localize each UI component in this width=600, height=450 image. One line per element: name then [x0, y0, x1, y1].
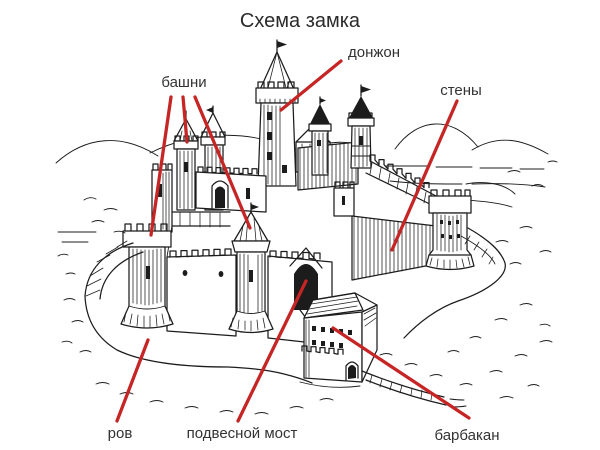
- inner-gate-arch: [211, 180, 229, 209]
- flag-icon: [251, 204, 259, 210]
- flag-icon: [361, 86, 371, 93]
- label-barbican: барбакан: [434, 427, 499, 444]
- moat-illustration: [84, 227, 506, 384]
- flag-icon: [320, 98, 326, 103]
- annotation-line-walls: [390, 99, 459, 252]
- annotation-line-barbican: [331, 326, 471, 420]
- gate-turret: [333, 181, 355, 217]
- annotation-line-towers-2: [181, 95, 189, 144]
- gate-arch: [294, 264, 318, 310]
- rear-right-buildings: [295, 84, 375, 191]
- annotation-lines: [115, 59, 471, 423]
- annotation-line-towers-1: [149, 95, 173, 237]
- causeway-path: [361, 370, 467, 408]
- label-walls: стены: [440, 82, 482, 99]
- annotation-line-drawbridge: [236, 279, 308, 423]
- page-title: Схема замка: [240, 10, 361, 32]
- keep-tower: [255, 39, 299, 187]
- flag-icon: [206, 107, 213, 113]
- tower-left-front: [120, 223, 174, 329]
- barbican-building: [299, 292, 378, 388]
- flag-icon: [277, 41, 287, 48]
- label-towers: башни: [161, 74, 206, 91]
- rear-left-towers: [151, 105, 231, 233]
- labels: Схема замка башни донжон стены ров подве…: [108, 10, 500, 444]
- annotation-line-towers-3: [193, 95, 252, 230]
- label-moat: ров: [108, 425, 133, 442]
- rear-walkway: [365, 154, 437, 208]
- annotation-line-keep: [279, 59, 343, 112]
- front-wall-left: [166, 225, 237, 337]
- label-keep: донжон: [348, 44, 400, 61]
- terrain-marks: [57, 160, 558, 415]
- barbican-gate-arch: [345, 361, 359, 381]
- annotation-line-moat: [115, 338, 150, 423]
- tower-right-front: [425, 189, 475, 271]
- label-drawbridge: подвесной мост: [187, 425, 298, 442]
- inner-ward-wall: [195, 166, 267, 213]
